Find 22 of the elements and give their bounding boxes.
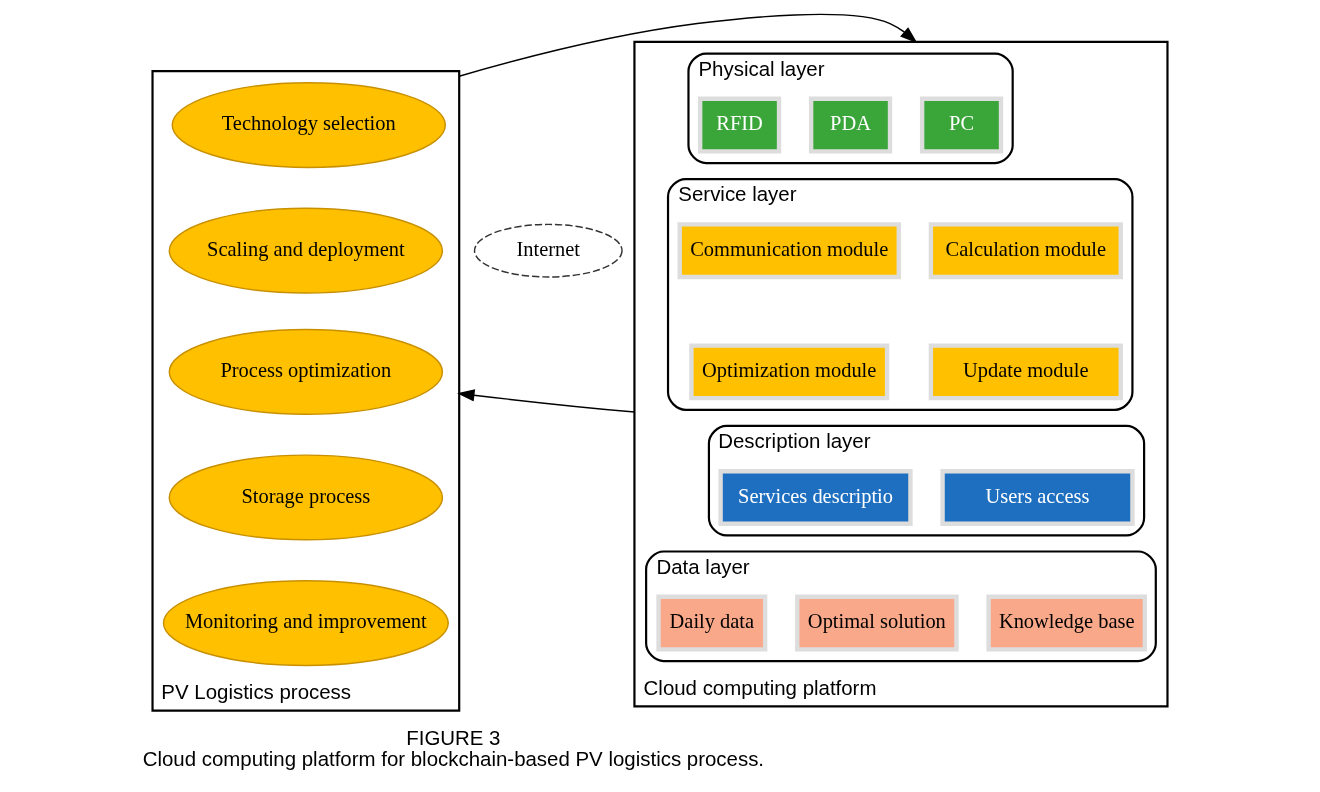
node-box: PDA <box>808 96 893 154</box>
node-ellipse: Storage process <box>168 454 444 541</box>
node-box: RFID <box>697 96 782 154</box>
node-box: Optimal solution <box>795 594 959 652</box>
node-box: Calculation module <box>928 222 1123 280</box>
node-ellipse: Monitoring and improvement <box>162 580 449 667</box>
node-ellipse: Technology selection <box>171 82 447 169</box>
node-ellipse: Process optimization <box>168 328 444 415</box>
node-box: Users access <box>940 469 1135 526</box>
node-box: Services descriptio <box>718 469 913 526</box>
node-ellipse: Internet <box>473 223 623 278</box>
node-box: PC <box>919 96 1004 154</box>
node-box: Daily data <box>656 594 768 652</box>
node-box: Knowledge base <box>986 594 1148 652</box>
diagram-title: FIGURE 3 <box>406 725 501 749</box>
arrow <box>457 389 636 413</box>
node-box: Communication module <box>677 222 901 280</box>
node-ellipse: Scaling and deployment <box>168 207 444 294</box>
caption: Cloud computing platform for blockchain-based PV logistics process. <box>142 747 765 771</box>
node-box: Update module <box>928 343 1123 401</box>
node-box: Optimization module <box>689 343 890 401</box>
arrow <box>458 13 918 77</box>
